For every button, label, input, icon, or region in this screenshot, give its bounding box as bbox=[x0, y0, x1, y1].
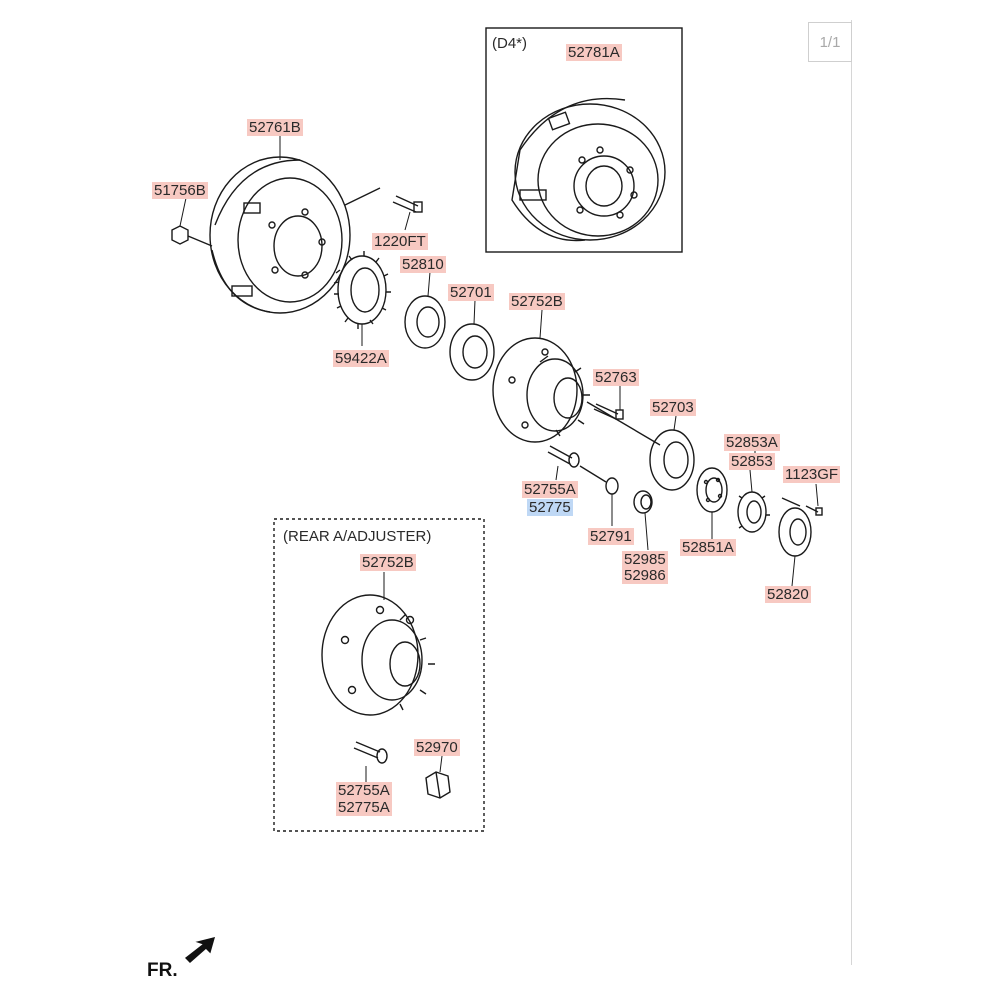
bearing-52703 bbox=[649, 429, 695, 491]
part-label-52755a[interactable]: 52755A bbox=[522, 481, 578, 498]
part-label-52701[interactable]: 52701 bbox=[448, 284, 494, 301]
front-arrow-icon bbox=[184, 937, 216, 963]
nut-cap-52970 bbox=[425, 771, 451, 799]
bearing-52985 bbox=[633, 490, 653, 514]
brake-drum-d4 bbox=[511, 97, 666, 242]
part-label-52703[interactable]: 52703 bbox=[650, 399, 696, 416]
part-label-51756b[interactable]: 51756B bbox=[152, 182, 208, 199]
page-divider bbox=[851, 20, 852, 965]
brake-drum-52761b bbox=[209, 156, 351, 314]
part-label-52761b[interactable]: 52761B bbox=[247, 119, 303, 136]
seal-52810 bbox=[404, 295, 446, 349]
part-label-52810[interactable]: 52810 bbox=[400, 256, 446, 273]
screw-1123gf bbox=[781, 497, 823, 516]
part-label-52985[interactable]: 52985 bbox=[622, 551, 668, 568]
cap-52820 bbox=[778, 507, 812, 557]
hub-rear-52752b bbox=[321, 594, 435, 716]
bolt-52763 bbox=[593, 403, 624, 420]
front-direction-label: FR. bbox=[147, 960, 178, 981]
lock-washer-52851a bbox=[696, 467, 728, 513]
leader-lines bbox=[179, 136, 819, 782]
part-label-52791[interactable]: 52791 bbox=[588, 528, 634, 545]
rear-adjuster-box-frame bbox=[273, 518, 485, 832]
bearing-52701 bbox=[449, 323, 495, 381]
part-label-1220ft[interactable]: 1220FT bbox=[372, 233, 428, 250]
part-label-52752b[interactable]: 52752B bbox=[509, 293, 565, 310]
stud-52755a bbox=[547, 445, 607, 483]
bolt-1220ft bbox=[344, 187, 423, 213]
hub-52752b bbox=[492, 337, 661, 446]
part-label-52820[interactable]: 52820 bbox=[765, 586, 811, 603]
part-label-52851a[interactable]: 52851A bbox=[680, 539, 736, 556]
part-label-52986[interactable]: 52986 bbox=[622, 567, 668, 584]
nut-52853 bbox=[737, 491, 770, 533]
page-indicator[interactable]: 1/1 bbox=[808, 22, 852, 62]
part-label-52763[interactable]: 52763 bbox=[593, 369, 639, 386]
nut-51756b bbox=[171, 225, 213, 247]
part-label-52853[interactable]: 52853 bbox=[729, 453, 775, 470]
part-label-52775[interactable]: 52775 bbox=[527, 499, 573, 516]
d4-box-frame bbox=[485, 27, 683, 253]
part-label-52781a[interactable]: 52781A bbox=[566, 44, 622, 61]
stud-rear-52755a bbox=[353, 741, 388, 764]
part-label-rear-52755a[interactable]: 52755A bbox=[336, 782, 392, 799]
tone-ring-59422a bbox=[333, 251, 391, 329]
part-label-59422a[interactable]: 59422A bbox=[333, 350, 389, 367]
part-label-1123gf[interactable]: 1123GF bbox=[783, 466, 841, 483]
washer-52791 bbox=[605, 477, 619, 495]
part-label-rear-52775a[interactable]: 52775A bbox=[336, 799, 392, 816]
d4-box-title: (D4*) bbox=[492, 35, 528, 52]
part-label-52970[interactable]: 52970 bbox=[414, 739, 460, 756]
part-label-rear-52752b[interactable]: 52752B bbox=[360, 554, 416, 571]
rear-adjuster-box-title: (REAR A/ADJUSTER) bbox=[283, 528, 432, 545]
part-label-52853a[interactable]: 52853A bbox=[724, 434, 780, 451]
